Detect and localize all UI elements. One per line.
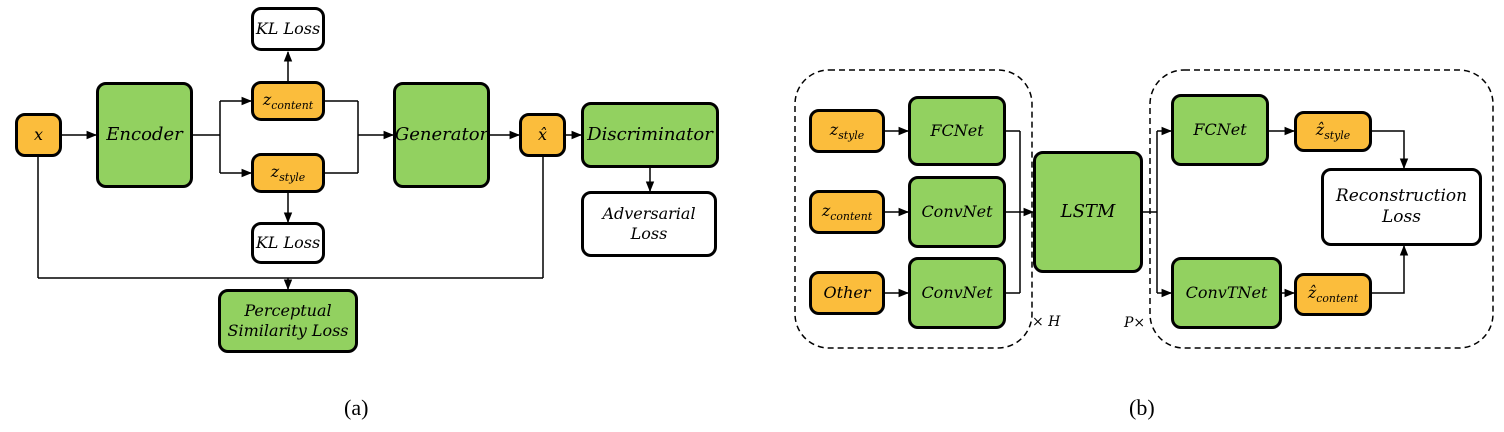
repeat-h-label: × H: [1032, 314, 1061, 330]
z-style-hat-node: ẑstyle: [1294, 111, 1372, 152]
repeat-p-label: P×: [1124, 315, 1146, 331]
kl-loss-top-node: KL Loss: [251, 7, 325, 51]
kl-loss-bottom-node: KL Loss: [251, 222, 325, 264]
z-style-node: zstyle: [251, 153, 325, 193]
lstm-node: LSTM: [1033, 151, 1143, 273]
z-content-input-node: zcontent: [809, 190, 885, 234]
x-hat-node: x̂: [519, 113, 566, 157]
convnet-content-node: ConvNet: [908, 176, 1006, 248]
z-content-node: zcontent: [251, 81, 325, 121]
arrow-zstylehat-to-recon: [1372, 130, 1409, 170]
generator-node: Generator: [393, 82, 490, 188]
caption-a: (a): [344, 395, 369, 420]
fcnet-output-node: FCNet: [1171, 94, 1269, 166]
x-input-node: x: [15, 113, 62, 157]
output-group-frame: [1149, 69, 1494, 349]
caption-b: (b): [1129, 395, 1155, 420]
reconstruction-loss-node: Reconstruction Loss: [1321, 168, 1482, 246]
convtnet-node: ConvTNet: [1171, 257, 1282, 329]
z-content-hat-node: ẑcontent: [1294, 273, 1372, 316]
input-group-frame: [794, 69, 1033, 349]
z-style-input-node: zstyle: [809, 109, 885, 153]
encoder-node: Encoder: [96, 82, 193, 188]
other-input-node: Other: [809, 271, 885, 315]
perceptual-similarity-loss-node: Perceptual Similarity Loss: [218, 289, 358, 353]
discriminator-node: Discriminator: [581, 102, 719, 168]
adversarial-loss-node: Adversarial Loss: [581, 191, 717, 257]
arrow-zcontenthat-to-recon: [1372, 244, 1409, 294]
fcnet-input-node: FCNet: [908, 96, 1006, 166]
convnet-other-node: ConvNet: [908, 257, 1006, 329]
